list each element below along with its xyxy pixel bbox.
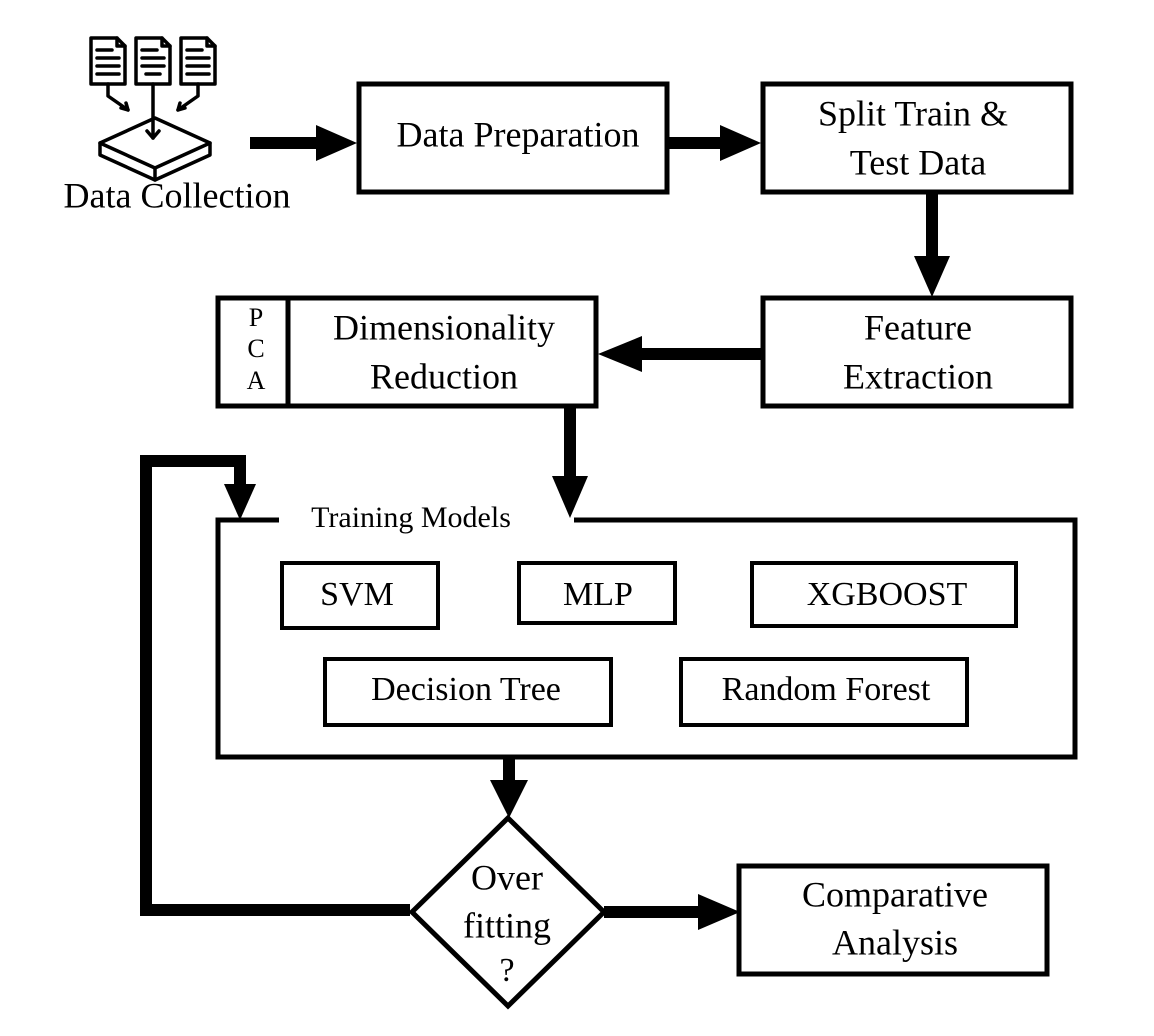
split-data-box xyxy=(760,81,1074,195)
pca-letter-c: C xyxy=(247,334,264,363)
dimensionality-reduction-line2: Reduction xyxy=(370,356,518,396)
arrowhead xyxy=(490,780,528,818)
documents-into-tray-icon xyxy=(89,36,217,182)
training-models-container xyxy=(215,517,1078,760)
random-forest-label: Random Forest xyxy=(722,671,931,708)
overfitting-decision-diamond xyxy=(408,814,608,1010)
arrowhead xyxy=(598,336,642,372)
decision-tree-label: Decision Tree xyxy=(371,671,561,708)
arrowhead xyxy=(316,125,357,161)
arrowhead xyxy=(720,125,761,161)
comparative-analysis-box xyxy=(736,863,1050,977)
overfitting-label-line2: fitting xyxy=(463,905,551,945)
arrowhead xyxy=(552,476,588,518)
svm-box xyxy=(280,561,440,630)
pca-letter-p: P xyxy=(249,303,263,332)
data-preparation-box xyxy=(356,81,670,195)
feature-extraction-line1: Feature xyxy=(864,307,972,347)
xgboost-box xyxy=(750,561,1018,628)
overfitting-label-line3: ? xyxy=(499,952,514,989)
data-preparation-label: Data Preparation xyxy=(397,114,640,154)
training-models-label: Training Models xyxy=(311,501,511,534)
decision-tree-box xyxy=(323,657,613,727)
dimensionality-reduction-box xyxy=(215,295,599,409)
mlp-label: MLP xyxy=(563,576,633,613)
arrowhead xyxy=(224,484,256,520)
feature-extraction-box xyxy=(760,295,1074,409)
overfitting-label-line1: Over xyxy=(471,857,543,897)
svm-label: SVM xyxy=(320,576,394,613)
mlp-box xyxy=(517,561,677,625)
random-forest-box xyxy=(679,657,969,727)
dimensionality-reduction-line1: Dimensionality xyxy=(333,307,555,347)
edge-overfitting-feedback-loop xyxy=(140,455,410,916)
feature-extraction-line2: Extraction xyxy=(843,356,993,396)
split-label-line1: Split Train & xyxy=(818,93,1008,133)
comparative-analysis-line2: Analysis xyxy=(832,922,958,962)
comparative-analysis-line1: Comparative xyxy=(802,874,988,914)
arrowhead xyxy=(698,894,740,930)
data-collection-label: Data Collection xyxy=(64,175,291,215)
split-label-line2: Test Data xyxy=(850,142,986,182)
xgboost-label: XGBOOST xyxy=(807,576,968,613)
pca-letter-a: A xyxy=(247,366,266,395)
arrowhead xyxy=(914,256,950,297)
